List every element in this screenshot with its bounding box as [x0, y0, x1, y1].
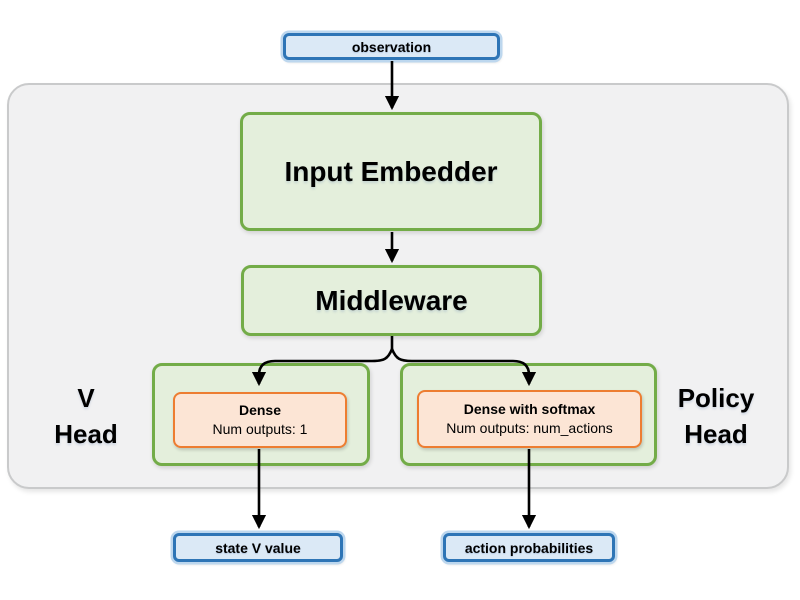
policy-head-label: Policy Head: [656, 380, 776, 452]
policy-head-label-line1: Policy: [677, 383, 755, 413]
observation-label: observation: [351, 38, 432, 55]
dense-v-subtitle: Num outputs: 1: [212, 421, 308, 437]
input-embedder-node: Input Embedder: [240, 112, 542, 231]
dense-v-title: Dense: [238, 402, 282, 418]
state-v-value-node: state V value: [173, 533, 343, 562]
input-embedder-label: Input Embedder: [284, 155, 498, 187]
dense-softmax-title: Dense with softmax: [463, 401, 596, 417]
action-probabilities-label: action probabilities: [464, 539, 594, 556]
action-probabilities-node: action probabilities: [443, 533, 615, 562]
v-head-label: V Head: [26, 380, 146, 452]
dense-softmax-node: Dense with softmax Num outputs: num_acti…: [417, 390, 642, 448]
v-head-label-line2: Head: [54, 419, 118, 449]
dense-v-node: Dense Num outputs: 1: [173, 392, 347, 448]
middleware-label: Middleware: [315, 284, 468, 316]
policy-head-label-line2: Head: [684, 419, 748, 449]
v-head-label-line1: V: [77, 383, 95, 413]
dense-softmax-subtitle: Num outputs: num_actions: [446, 420, 613, 436]
observation-node: observation: [283, 33, 500, 60]
middleware-node: Middleware: [241, 265, 542, 336]
state-v-value-label: state V value: [215, 539, 301, 556]
